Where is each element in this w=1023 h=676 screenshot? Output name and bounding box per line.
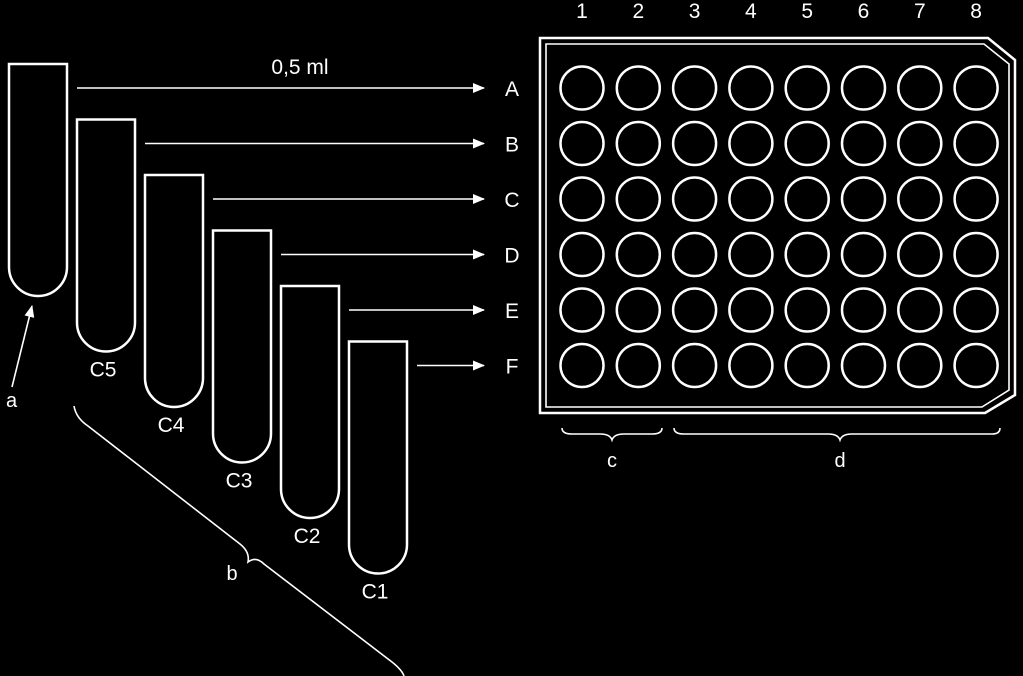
well bbox=[615, 65, 662, 111]
well bbox=[840, 231, 887, 278]
tube-label: C3 bbox=[226, 470, 253, 493]
wells-group bbox=[559, 65, 999, 389]
well bbox=[840, 342, 887, 389]
well bbox=[784, 231, 830, 278]
well bbox=[559, 231, 605, 278]
well bbox=[671, 342, 718, 389]
well bbox=[728, 65, 774, 111]
row-label: A bbox=[505, 78, 519, 101]
well bbox=[784, 120, 830, 167]
row-label: B bbox=[505, 134, 519, 157]
well bbox=[671, 176, 718, 222]
well bbox=[728, 176, 774, 222]
column-label: 8 bbox=[970, 0, 982, 23]
well bbox=[671, 231, 718, 278]
microplate bbox=[538, 36, 1017, 415]
well bbox=[784, 176, 830, 222]
bracket-b-label: b bbox=[226, 563, 237, 585]
column-label: 3 bbox=[689, 0, 701, 23]
tube-label: C2 bbox=[294, 525, 321, 548]
well bbox=[897, 120, 943, 167]
well bbox=[671, 65, 718, 111]
well bbox=[615, 342, 662, 389]
bracket-d bbox=[673, 427, 1001, 443]
well bbox=[897, 176, 943, 222]
tube-label: C1 bbox=[362, 581, 389, 604]
plate-outer bbox=[538, 36, 1017, 415]
well bbox=[559, 287, 605, 333]
tube-label: C5 bbox=[90, 359, 117, 382]
well bbox=[728, 287, 774, 333]
well bbox=[953, 342, 999, 389]
column-labels: 1 2 3 4 5 6 7 8 bbox=[576, 0, 982, 23]
well bbox=[840, 120, 887, 167]
well bbox=[840, 287, 887, 333]
tube-5 bbox=[279, 284, 341, 520]
column-label: 7 bbox=[914, 0, 926, 23]
well bbox=[671, 287, 718, 333]
well bbox=[559, 342, 605, 389]
well bbox=[840, 176, 887, 222]
pointer-a-arrow bbox=[11, 305, 35, 388]
well bbox=[897, 287, 943, 333]
well bbox=[840, 65, 887, 111]
well bbox=[897, 231, 943, 278]
well bbox=[953, 231, 999, 278]
well bbox=[615, 287, 662, 333]
well bbox=[728, 231, 774, 278]
tube-6 bbox=[347, 340, 409, 575]
well bbox=[897, 65, 943, 111]
well bbox=[953, 176, 999, 222]
arrows-group bbox=[77, 83, 485, 371]
row-label: E bbox=[505, 300, 519, 323]
bracket-c bbox=[561, 427, 663, 443]
well bbox=[784, 342, 830, 389]
well bbox=[728, 342, 774, 389]
well bbox=[897, 342, 943, 389]
tube-label: C4 bbox=[158, 414, 185, 437]
row-labels: A B C D E F bbox=[504, 78, 519, 379]
tube-1 bbox=[7, 62, 69, 298]
column-label: 4 bbox=[745, 0, 757, 23]
row-label: F bbox=[506, 356, 519, 379]
bracket-d-label: d bbox=[834, 450, 845, 472]
plate-inner bbox=[545, 43, 1010, 408]
row-label: D bbox=[504, 245, 519, 268]
well bbox=[671, 120, 718, 167]
well bbox=[953, 120, 999, 167]
well bbox=[784, 287, 830, 333]
well bbox=[559, 176, 605, 222]
tube-3 bbox=[143, 173, 205, 409]
column-label: 6 bbox=[858, 0, 870, 23]
column-label: 1 bbox=[576, 0, 588, 23]
well bbox=[615, 231, 662, 278]
well bbox=[559, 120, 605, 167]
bracket-c-label: c bbox=[607, 450, 617, 472]
well bbox=[559, 65, 605, 111]
well bbox=[615, 176, 662, 222]
bracket-b bbox=[73, 405, 405, 676]
well bbox=[615, 120, 662, 167]
tube-2 bbox=[75, 118, 137, 353]
row-label: C bbox=[504, 189, 519, 212]
well bbox=[953, 65, 999, 111]
bracket-a-label: a bbox=[6, 390, 18, 412]
column-label: 2 bbox=[632, 0, 644, 23]
tube-4 bbox=[211, 229, 273, 464]
well bbox=[728, 120, 774, 167]
column-label: 5 bbox=[801, 0, 813, 23]
well bbox=[953, 287, 999, 333]
volume-label: 0,5 ml bbox=[271, 56, 328, 79]
well bbox=[784, 65, 830, 111]
